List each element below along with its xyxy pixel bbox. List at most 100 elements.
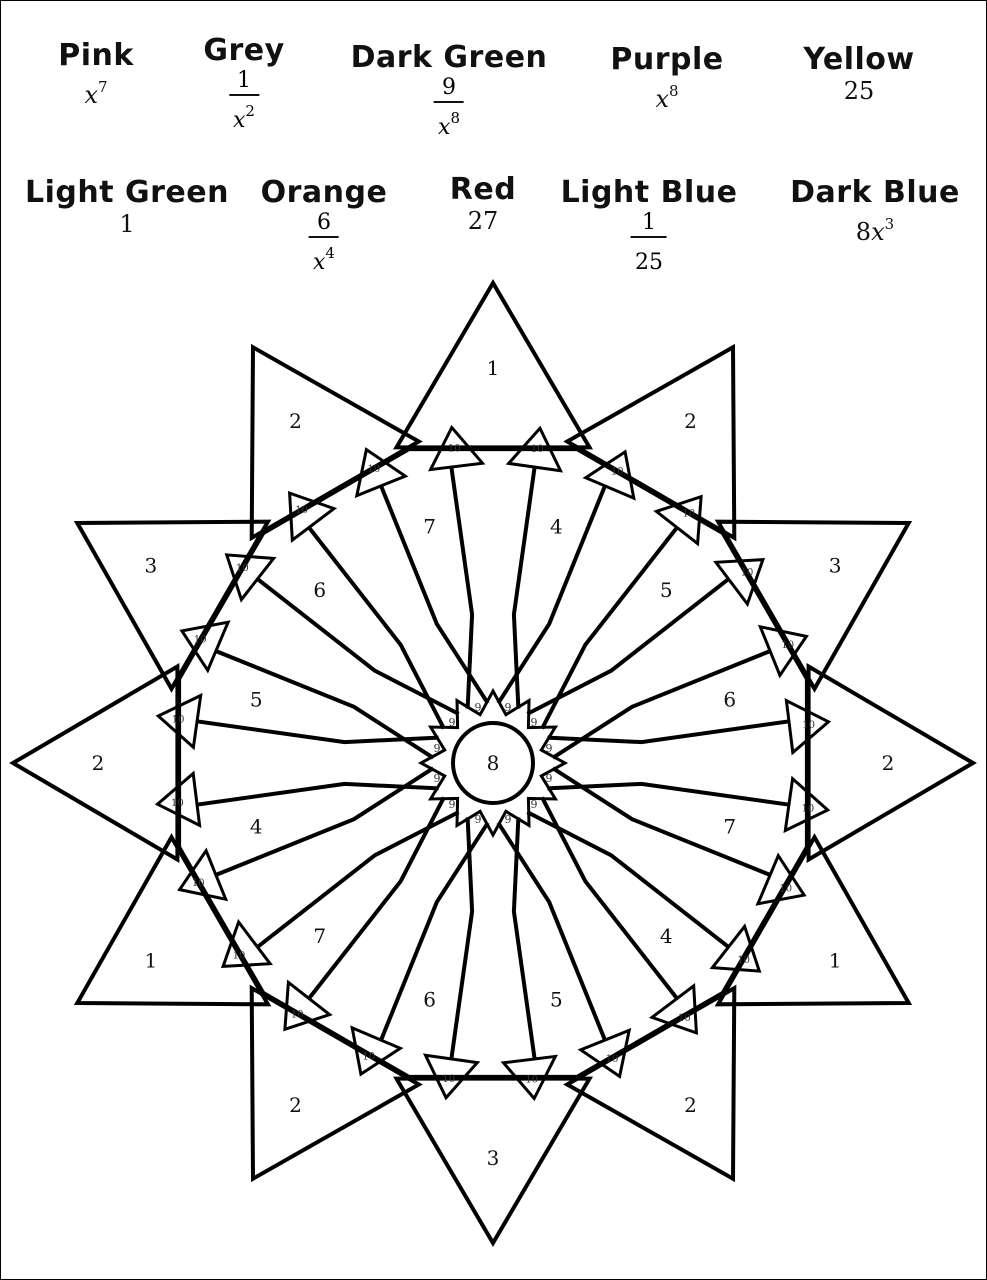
tip-label: 2 — [684, 409, 697, 433]
edge-label: 10 — [194, 635, 207, 646]
edge-triangle — [713, 557, 766, 608]
edge-triangle — [755, 852, 807, 906]
region-label: 4 — [550, 514, 563, 538]
edge-label: 10 — [368, 464, 381, 475]
legend-light-green: Light Green 1 — [25, 175, 229, 239]
hub-label: 9 — [449, 716, 456, 729]
hub-label: 9 — [449, 798, 456, 811]
hub-label: 9 — [434, 742, 441, 755]
petal-line — [496, 484, 608, 705]
star-point — [73, 519, 272, 693]
legend-color-name: Pink — [58, 38, 134, 73]
edge-label: 10 — [172, 715, 185, 726]
region-label: 6 — [423, 988, 436, 1012]
edge-triangle — [500, 1054, 559, 1102]
legend-purple: Purple x8 — [610, 42, 724, 114]
legend-expression: 27 — [467, 207, 499, 235]
region-label: 6 — [313, 578, 326, 602]
edge-label: 10 — [295, 505, 308, 516]
hub-label: 9 — [505, 701, 512, 714]
edge-label: 10 — [737, 955, 750, 966]
region-label: 7 — [313, 924, 326, 948]
legend-expression: x8 — [655, 82, 679, 113]
tip-label: 3 — [145, 554, 158, 578]
edge-triangle — [224, 553, 277, 603]
edge-label: 10 — [802, 803, 815, 814]
tip-label: 2 — [289, 409, 302, 433]
legend-color-name: Red — [449, 172, 517, 207]
edge-triangle — [154, 770, 202, 829]
tip-label: 2 — [684, 1093, 697, 1117]
legend-expression: x7 — [84, 78, 108, 109]
legend-color-name: Dark Green — [350, 40, 548, 75]
region-label: 5 — [250, 688, 263, 712]
tip-label: 3 — [829, 554, 842, 578]
region-label: 7 — [723, 814, 736, 838]
hub-label: 9 — [475, 813, 482, 826]
tip-label: 1 — [487, 356, 500, 380]
legend-expression: 25 — [843, 77, 875, 105]
edge-triangle — [784, 697, 832, 756]
edge-triangle — [653, 494, 703, 547]
edge-label: 10 — [781, 640, 794, 651]
edge-label: 10 — [611, 466, 624, 477]
region-label: 6 — [723, 688, 736, 712]
hub-label: 9 — [434, 772, 441, 785]
legend-color-name: Dark Blue — [790, 175, 960, 210]
edge-label: 10 — [682, 508, 695, 519]
star-point — [563, 343, 737, 542]
star-point — [249, 984, 423, 1183]
edge-triangle — [648, 983, 699, 1036]
petal-line — [214, 766, 435, 878]
edge-triangle — [283, 979, 333, 1032]
region-label: 7 — [423, 514, 436, 538]
petal-line — [547, 719, 791, 745]
hub-label: 9 — [546, 772, 553, 785]
edge-label: 10 — [779, 883, 792, 894]
tip-label: 2 — [882, 751, 895, 775]
legend-dark-blue: Dark Blue 8x3 — [790, 175, 960, 247]
hub-label: 9 — [546, 742, 553, 755]
center-circle — [451, 721, 535, 805]
petal-line — [378, 484, 490, 705]
edge-triangle — [179, 620, 231, 674]
legend-red: Red 27 — [449, 172, 517, 236]
edge-label: 10 — [741, 568, 754, 579]
edge-triangle — [350, 1025, 404, 1077]
edge-label: 10 — [236, 563, 249, 574]
legend-color-name: Light Blue — [560, 175, 738, 210]
legend-color-name: Light Green — [25, 175, 229, 210]
region-label: 4 — [660, 924, 673, 948]
legend-color-name: Purple — [610, 42, 724, 77]
edge-label: 10 — [442, 1074, 455, 1085]
tip-label: 1 — [145, 949, 158, 973]
legend-expression: 1 — [119, 210, 135, 238]
petal-line — [526, 576, 731, 716]
legend-pink: Pink x7 — [58, 38, 134, 110]
tip-label: 2 — [92, 751, 105, 775]
region-label: 4 — [250, 814, 263, 838]
edge-label: 10 — [233, 950, 246, 961]
hub-star — [417, 687, 569, 839]
legend-yellow: Yellow 25 — [803, 43, 914, 106]
region-label: 5 — [550, 988, 563, 1012]
petal-line — [195, 781, 439, 807]
star-point — [714, 833, 913, 1007]
edge-label: 10 — [606, 1054, 619, 1065]
edge-triangle — [287, 490, 338, 543]
petal-line — [214, 648, 435, 760]
center-label: 8 — [487, 751, 500, 775]
tip-label: 2 — [289, 1093, 302, 1117]
hub-label: 9 — [505, 813, 512, 826]
petal-line — [540, 796, 680, 1001]
edge-label: 10 — [525, 1075, 538, 1086]
